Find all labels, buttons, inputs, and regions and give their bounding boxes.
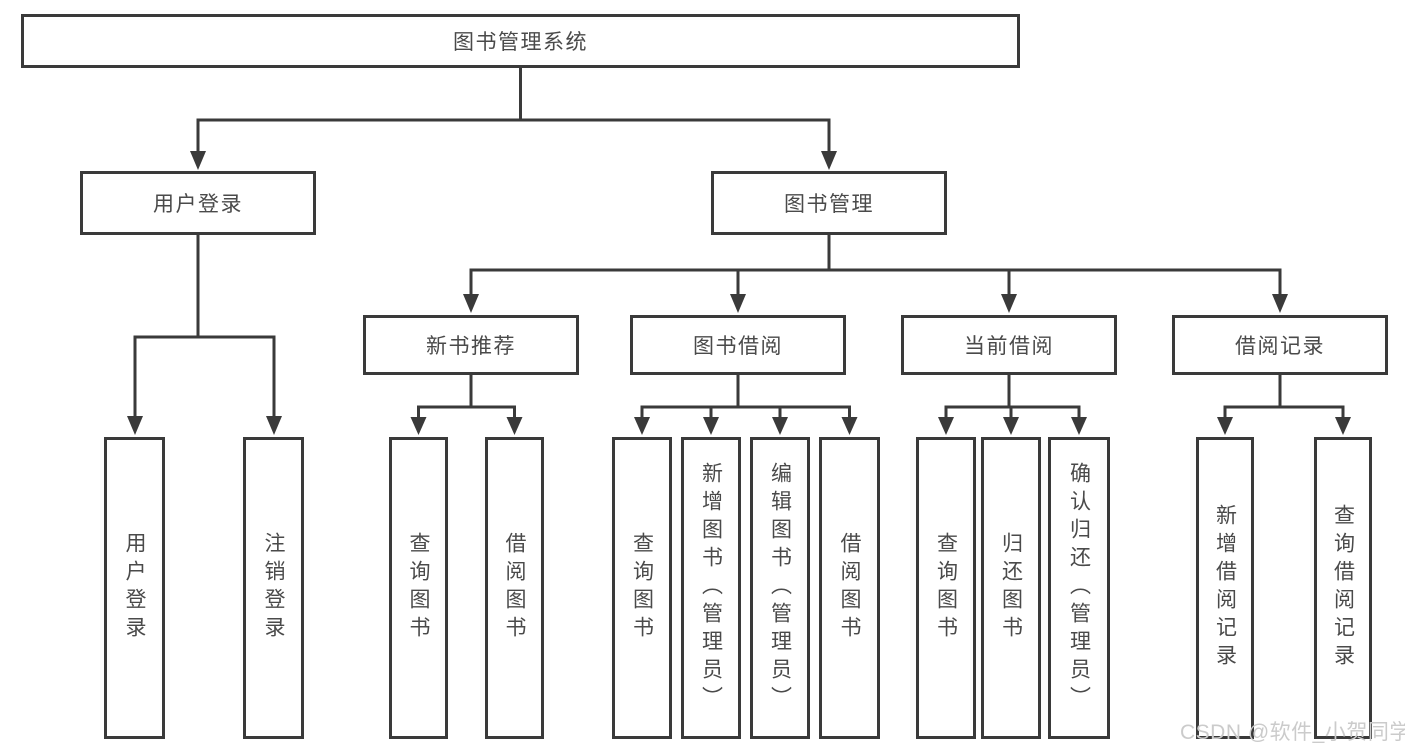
node-current-borrow-label: 当前借阅: [964, 335, 1054, 358]
leaf-add-book-admin-label: 新增图书（管理员）: [699, 462, 723, 714]
node-book-management-system: 图书管理系统: [21, 14, 1020, 68]
connector-root-to-level2: [190, 68, 837, 170]
leaf-newbook-query-books: 查询图书: [389, 437, 448, 739]
node-book-management-system-label: 图书管理系统: [453, 31, 588, 54]
leaf-current-query-books-label: 查询图书: [934, 532, 958, 644]
leaf-logout: 注销登录: [243, 437, 304, 739]
leaf-borrow-borrow-books-label: 借阅图书: [838, 532, 861, 644]
leaf-add-borrow-record: 新增借阅记录: [1196, 437, 1254, 739]
leaf-return-books: 归还图书: [981, 437, 1041, 739]
node-book-borrow-label: 图书借阅: [693, 335, 783, 358]
connector-user-login-to-leaves: [127, 235, 282, 435]
node-user-login-label: 用户登录: [153, 193, 243, 216]
leaf-borrow-query-books-label: 查询图书: [630, 532, 654, 644]
leaf-confirm-return-admin-label: 确认归还（管理员）: [1067, 462, 1091, 714]
leaf-confirm-return-admin: 确认归还（管理员）: [1048, 437, 1110, 739]
node-user-login: 用户登录: [80, 171, 316, 235]
leaf-edit-book-admin: 编辑图书（管理员）: [750, 437, 810, 739]
leaf-newbook-query-books-label: 查询图书: [407, 532, 430, 644]
leaf-newbook-borrow-books: 借阅图书: [485, 437, 544, 739]
leaf-add-borrow-record-label: 新增借阅记录: [1213, 504, 1237, 672]
leaf-query-borrow-record: 查询借阅记录: [1314, 437, 1372, 739]
connector-book-mgmt-to-level3: [463, 235, 1288, 313]
connector-new-book-to-leaves: [410, 375, 523, 435]
leaf-newbook-borrow-books-label: 借阅图书: [503, 532, 526, 644]
node-new-book-recommend: 新书推荐: [363, 315, 579, 375]
leaf-query-borrow-record-label: 查询借阅记录: [1331, 504, 1355, 672]
connector-borrow-records-to-leaves: [1217, 375, 1351, 435]
csdn-watermark: CSDN @软件_小贺同学: [1180, 721, 1405, 744]
connector-book-borrow-to-leaves: [634, 375, 858, 435]
leaf-edit-book-admin-label: 编辑图书（管理员）: [768, 462, 792, 714]
leaf-add-book-admin: 新增图书（管理员）: [681, 437, 741, 739]
leaf-borrow-borrow-books: 借阅图书: [819, 437, 880, 739]
leaf-user-login-label: 用户登录: [123, 532, 146, 644]
leaf-user-login: 用户登录: [104, 437, 165, 739]
leaf-return-books-label: 归还图书: [999, 532, 1023, 644]
node-book-mgmt: 图书管理: [711, 171, 947, 235]
leaf-borrow-query-books: 查询图书: [612, 437, 672, 739]
node-book-mgmt-label: 图书管理: [784, 193, 874, 216]
node-borrow-records-label: 借阅记录: [1235, 335, 1325, 358]
connector-current-borrow-to-leaves: [938, 375, 1087, 435]
leaf-current-query-books: 查询图书: [916, 437, 976, 739]
node-current-borrow: 当前借阅: [901, 315, 1117, 375]
node-new-book-recommend-label: 新书推荐: [426, 335, 516, 358]
node-borrow-records: 借阅记录: [1172, 315, 1388, 375]
node-book-borrow: 图书借阅: [630, 315, 846, 375]
leaf-logout-label: 注销登录: [262, 532, 285, 644]
